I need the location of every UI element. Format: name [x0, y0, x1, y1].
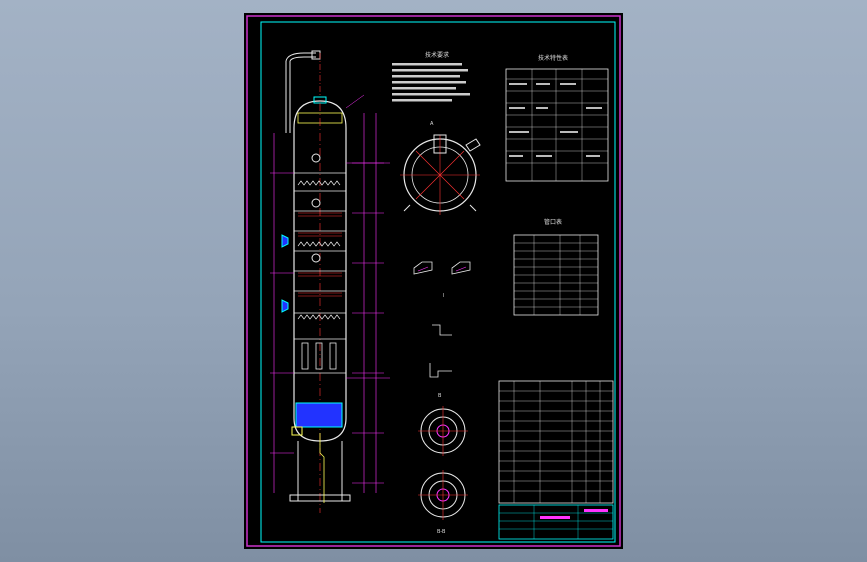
- engineering-drawing: 技术要求 A I: [246, 15, 621, 547]
- detail-i-label: I: [443, 293, 444, 299]
- tech-spec-title: 技术特性表: [538, 54, 568, 62]
- title-block: [498, 504, 614, 540]
- drawing-sheet: 技术要求 A I: [244, 13, 623, 549]
- inner-border: [260, 21, 616, 543]
- parts-list: [498, 380, 614, 504]
- outer-frame: [246, 15, 621, 547]
- view-a-label: A: [430, 121, 434, 127]
- tech-requirements-title: 技术要求: [425, 51, 449, 59]
- flange-views: B B-B: [418, 393, 468, 535]
- nozzle-table-title: 管口表: [544, 218, 562, 226]
- view-b-label: B: [438, 393, 442, 399]
- section-view-top: A: [400, 121, 481, 215]
- tech-spec-table: 技术特性表: [505, 54, 609, 182]
- tech-requirements-block: 技术要求: [392, 51, 470, 102]
- nozzle-table: 管口表: [513, 218, 599, 316]
- column-vessel: [270, 50, 390, 513]
- bottom-section-label: B-B: [437, 529, 446, 535]
- detail-views: I: [413, 261, 471, 378]
